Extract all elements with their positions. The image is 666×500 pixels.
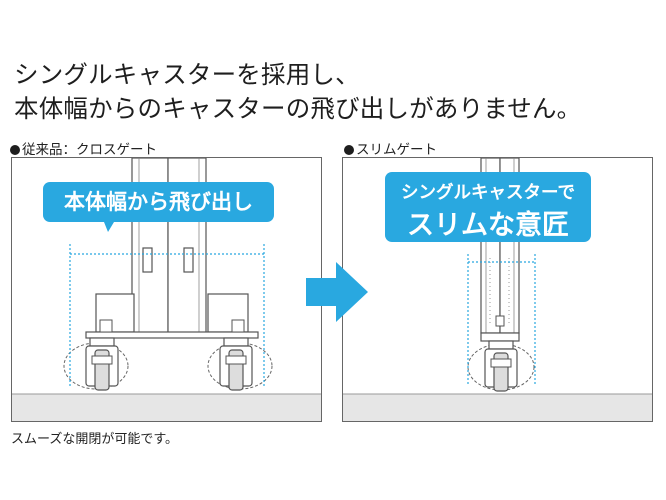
left-callout: 本体幅から飛び出し: [43, 182, 274, 222]
footnote: スムーズな開閉が可能です。: [11, 432, 179, 447]
right-callout-line-1: シングルキャスターで: [401, 183, 575, 203]
headline-line-1: シングルキャスターを採用し、: [14, 60, 360, 89]
right-panel-label: スリムゲート: [344, 138, 437, 158]
left-panel-label: 従来品：クロスゲート: [10, 138, 157, 158]
body-width-guide: [467, 254, 536, 386]
callout-pointer: [104, 222, 114, 232]
caster-left: [85, 337, 119, 391]
bullet-icon: [344, 144, 354, 155]
hinge: [183, 247, 194, 273]
right-panel-label-text: スリムゲート: [356, 142, 437, 158]
hinge: [142, 247, 153, 273]
headline-line-2: 本体幅からのキャスターの飛び出しがありません。: [14, 94, 582, 123]
caster-right: [219, 337, 253, 391]
left-panel-cross-gate: 本体幅から飛び出し: [11, 157, 322, 422]
base-plate: [85, 331, 259, 339]
slim-base: [480, 332, 520, 342]
left-panel-label-text: 従来品：クロスゲート: [22, 142, 157, 158]
single-caster: [484, 340, 518, 392]
right-callout: シングルキャスターで スリムな意匠: [385, 172, 591, 242]
right-panel-slim-gate: シングルキャスターで スリムな意匠: [342, 157, 653, 422]
right-callout-line-2: スリムな意匠: [407, 210, 569, 241]
right-arrow-icon: [306, 262, 368, 322]
floor: [343, 394, 652, 421]
body-width-guide: [69, 244, 265, 386]
bullet-icon: [10, 144, 20, 155]
floor: [12, 394, 321, 421]
